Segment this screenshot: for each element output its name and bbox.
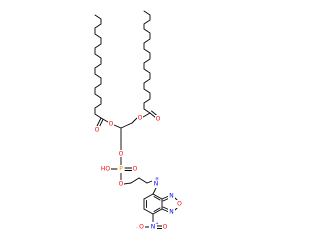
left-carbonyl-oxygen: O: [95, 127, 100, 134]
nitro-nitrogen: N: [151, 224, 156, 231]
phosphorus-atom: P: [119, 166, 123, 173]
left-carbonyl-bond-1: [96, 117, 102, 127]
right-carbonyl-oxygen: O: [156, 116, 161, 123]
left-acyl-chain: [94, 14, 102, 119]
phosphate-ethyl-oxygen: O: [119, 181, 124, 188]
ring-bond-6: [152, 193, 163, 200]
ring-double-3: [153, 196, 161, 201]
left-ester-oxygen: O: [109, 121, 114, 128]
left-ester-o-c2-bond: [113, 124, 122, 129]
oxadiazole-nitrogen-1: N: [169, 193, 174, 200]
molecule-structure: O O O O O P HO O O H N N O N N + - O O: [94, 10, 183, 231]
nh-ring-bond: [152, 187, 157, 195]
oxadiazole-bond-4: [161, 208, 170, 213]
o-ch2-bond: [123, 182, 132, 185]
oxadiazole-double-1: [162, 198, 169, 202]
ethyl-bond: [130, 177, 140, 184]
ring-bond-3: [143, 208, 154, 215]
right-ester-oxygen: O: [138, 115, 143, 122]
nitro-negative-charge: -: [136, 225, 138, 230]
amine-hydrogen: H: [155, 177, 158, 182]
left-ester-bond: [100, 117, 109, 123]
phosphate-double-oxygen: O: [133, 166, 138, 173]
ring-bond-1: [143, 193, 154, 200]
nitro-positive-charge: +: [155, 221, 158, 226]
molecule-diagram: O O O O O P HO O O H N N O N N + - O O: [94, 10, 183, 231]
phosphate-ester-oxygen: O: [119, 151, 124, 158]
oxadiazole-bond-1: [161, 195, 170, 200]
amine-nitrogen: N: [154, 181, 159, 188]
right-ester-bond: [142, 112, 151, 118]
phosphate-hydroxyl: HO: [101, 166, 111, 173]
oxadiazole-nitrogen-2: N: [169, 209, 174, 216]
right-acyl-chain: [143, 10, 151, 114]
right-ester-o-c1-bond: [131, 117, 138, 124]
ring-bond-4: [152, 208, 163, 215]
oxadiazole-oxygen: O: [177, 201, 182, 208]
oxadiazole-double-2: [162, 206, 169, 210]
nitro-oxygen-double: O: [163, 224, 168, 231]
ring-double-2: [153, 207, 161, 212]
glycerol-c1-c2-bond: [120, 122, 133, 129]
ethyl-bond-2: [138, 177, 148, 184]
ch2-nh-bond: [146, 180, 153, 184]
nitro-oxygen-minus: O: [139, 224, 144, 231]
